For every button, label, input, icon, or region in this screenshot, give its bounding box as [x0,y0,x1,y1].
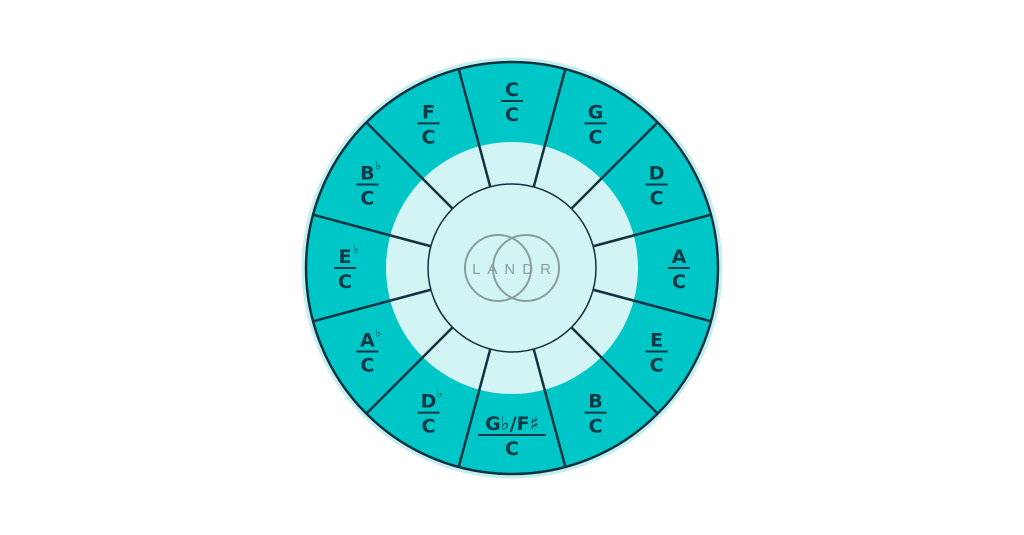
landr-logo: LANDR [464,234,560,302]
chord-root: D [421,391,437,413]
segment-label: B♭ C [356,159,381,210]
bass-note: C [422,126,436,148]
accidental: ♭ [376,159,382,173]
segment-label: DC [645,163,668,210]
chord-root: E [339,246,352,268]
segment-divider [312,213,432,248]
accidental: ♭ [353,242,359,256]
bass-note: C [589,416,603,438]
logo-circle-right [492,234,560,302]
segment-label: G♭/F♯ C [478,413,546,460]
bass-note: C [589,126,603,148]
segment-label: CC [501,79,523,126]
outer-halo [301,57,723,479]
accidental: ♭ [437,387,443,401]
chord-root: G [588,101,604,123]
chord-root: A [360,330,375,352]
segment-divider [532,68,567,188]
bass-note: C [422,416,436,438]
segment-divider [457,348,492,468]
chord-root: G♭/F♯ [485,413,539,435]
chord-root: A [672,246,687,268]
segment-label: FC [417,101,440,148]
segment-label: D♭ C [417,387,443,438]
bass-note: C [672,271,686,293]
segment-divider [570,326,659,415]
segment-label: BC [584,391,607,438]
segment-label: A♭ C [356,326,381,377]
bass-note: C [650,355,664,377]
segment-divider [365,326,454,415]
segment-label: EC [645,330,668,377]
accidental: ♭ [376,326,382,340]
segment-divider [457,68,492,188]
bass-note: C [505,104,519,126]
center-circle [427,183,597,353]
chord-root: B [360,163,374,185]
bass-note: C [360,188,374,210]
bass-note: C [360,355,374,377]
segment-label: GC [584,101,607,148]
logo-text: LANDR [472,261,558,278]
segment-divider [570,121,659,210]
segment-divider [532,348,567,468]
chord-root: B [588,391,602,413]
logo-circle-left [464,234,532,302]
bass-note: C [650,188,664,210]
segment-divider [312,288,432,323]
chord-root: F [422,101,435,123]
segment-divider [592,288,712,323]
chord-root: C [505,79,519,101]
segment-label: AC [668,246,690,293]
segment-label: E♭ C [334,242,359,293]
bass-note: C [505,438,519,460]
bass-note: C [338,271,352,293]
chord-root: D [649,163,665,185]
segment-divider [592,213,712,248]
segment-divider [365,121,454,210]
chord-root: E [650,330,663,352]
